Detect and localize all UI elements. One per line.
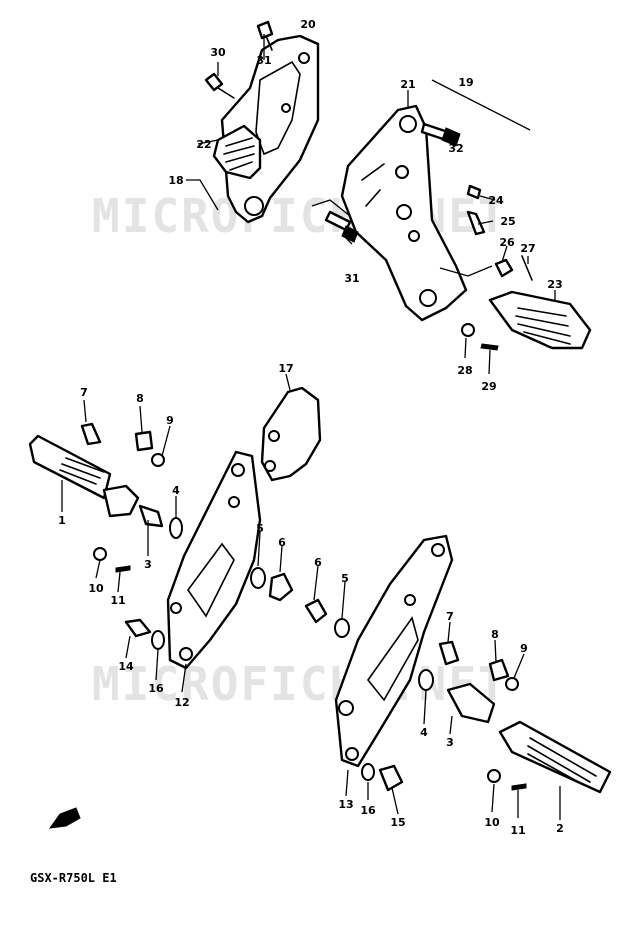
pin-7-left — [80, 422, 102, 446]
callout-26: 26 — [499, 236, 515, 249]
front-footrest-right-2 — [498, 720, 612, 794]
callout-6-a: 6 — [278, 536, 286, 549]
callout-14: 14 — [118, 660, 134, 673]
bolt-32 — [420, 122, 461, 147]
washer-28-spring-29 — [461, 323, 499, 351]
callout-31-top: 31 — [256, 54, 271, 67]
callout-15: 15 — [390, 816, 405, 829]
callout-25: 25 — [500, 215, 515, 228]
callout-4-left: 4 — [172, 484, 180, 497]
heel-guard-17 — [260, 386, 322, 482]
callout-11-left: 11 — [110, 594, 125, 607]
callout-8-left: 8 — [136, 392, 144, 405]
callout-11-right: 11 — [510, 824, 525, 837]
dash-group-1 — [311, 199, 493, 277]
callout-2: 2 — [556, 822, 564, 835]
front-footrest-bracket-12 — [166, 450, 262, 670]
callout-20: 20 — [300, 18, 316, 31]
callout-21: 21 — [400, 78, 415, 91]
callout-5-b: 5 — [341, 572, 349, 585]
callout-22: 22 — [196, 138, 211, 151]
callout-3-left: 3 — [144, 558, 152, 571]
rear-footrest-bracket-right — [340, 104, 468, 322]
spring-8-9-right — [488, 658, 519, 691]
footrest-pivot-3-right — [446, 682, 496, 724]
spring-26-27 — [494, 255, 533, 281]
watermark-bottom: MICROFICHE.NET — [92, 657, 508, 711]
callout-19: 19 — [458, 76, 473, 89]
callouts: 1 2 3 3 4 4 5 5 6 6 7 7 8 8 9 9 10 10 11… — [58, 18, 564, 837]
callout-6-b: 6 — [314, 556, 322, 569]
callout-8-right: 8 — [491, 628, 499, 641]
callout-31-lower: 31 — [344, 272, 359, 285]
callout-10-right: 10 — [484, 816, 500, 829]
pin-7-right — [438, 640, 460, 666]
callout-18: 18 — [168, 174, 183, 187]
callout-29: 29 — [481, 380, 496, 393]
footrest-pivot-3-left — [102, 484, 164, 528]
callout-24: 24 — [488, 194, 504, 207]
bolt-20 — [256, 20, 274, 51]
front-arrow-icon — [48, 807, 81, 829]
callout-9-right: 9 — [520, 642, 528, 655]
callout-7-right: 7 — [446, 610, 454, 623]
callout-3-right: 3 — [446, 736, 454, 749]
front-footrest-left-1 — [28, 434, 112, 500]
callout-9-left: 9 — [166, 414, 174, 427]
callout-12: 12 — [174, 696, 189, 709]
front-footrest-bracket-13 — [334, 534, 454, 768]
bolt-30 — [204, 72, 235, 99]
leader-lines — [61, 34, 561, 820]
callout-16-right: 16 — [360, 804, 376, 817]
callout-28: 28 — [457, 364, 472, 377]
callout-27: 27 — [520, 242, 535, 255]
pin-24-25 — [466, 184, 486, 236]
callout-7-left: 7 — [80, 386, 88, 399]
callout-13: 13 — [338, 798, 353, 811]
callout-1: 1 — [58, 514, 66, 527]
callout-5-a: 5 — [256, 522, 264, 535]
watermark-top: MICROFICHE.NET — [92, 189, 508, 243]
callout-32: 32 — [448, 142, 463, 155]
spring-8-9-left — [134, 430, 165, 467]
rear-footrest-rubber-left — [212, 124, 262, 180]
washers-left — [93, 517, 350, 650]
callout-16-left: 16 — [148, 682, 164, 695]
callout-4-right: 4 — [420, 726, 428, 739]
callout-23: 23 — [547, 278, 562, 291]
callout-10-left: 10 — [88, 582, 104, 595]
model-code: GSX-R750L E1 — [30, 871, 117, 885]
callout-17: 17 — [278, 362, 293, 375]
callout-30: 30 — [210, 46, 226, 59]
rear-footrest-rubber-right — [488, 290, 592, 350]
